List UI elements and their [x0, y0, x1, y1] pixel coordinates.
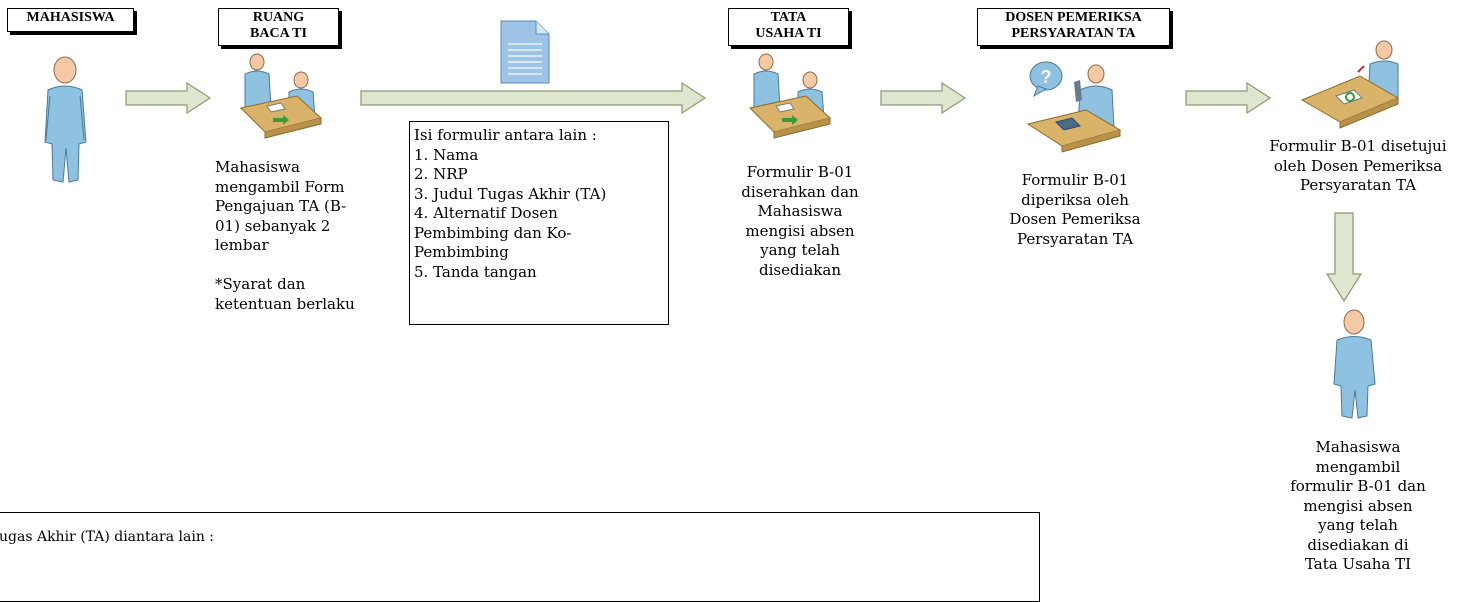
student-person-icon-2 [1333, 309, 1376, 419]
arrow-right-1 [125, 81, 212, 115]
bottom-requirements-text: ugas Akhir (TA) diantara lain : [0, 529, 214, 545]
label-dosen-line1: DOSEN PEMERIKSA [1005, 10, 1142, 25]
reading-room-desk-icon [239, 53, 323, 139]
step1-description: Mahasiswa mengambil Form Pengajuan TA (B… [215, 158, 355, 313]
arrow-right-long [360, 81, 707, 115]
label-ruang-baca-line1: RUANG [252, 10, 305, 25]
approver-desk-icon [1300, 40, 1400, 129]
label-tata-usaha: TATA USAHA TI [728, 8, 849, 46]
label-mahasiswa: MAHASISWA [7, 8, 134, 32]
form-contents-box: Isi formulir antara lain : 1. Nama 2. NR… [409, 121, 669, 325]
student-person-icon [44, 56, 87, 183]
document-icon [500, 20, 550, 84]
label-tata-usaha-line2: USAHA TI [755, 26, 822, 41]
label-tata-usaha-line1: TATA [770, 10, 807, 25]
label-ruang-baca: RUANG BACA TI [218, 8, 339, 46]
arrow-right-2 [880, 81, 967, 115]
label-dosen-line2: PERSYARATAN TA [1011, 26, 1136, 41]
step5-description: Mahasiswa mengambil formulir B-01 dan me… [1290, 438, 1426, 573]
label-dosen-pemeriksa: DOSEN PEMERIKSA PERSYARATAN TA [977, 8, 1170, 46]
arrow-right-3 [1185, 81, 1272, 115]
step3-description: Formulir B-01 diperiksa oleh Dosen Pemer… [1009, 171, 1141, 248]
examiner-question-icon: ? [1026, 61, 1122, 153]
arrow-down [1325, 212, 1363, 303]
step2-description: Formulir B-01 diserahkan dan Mahasiswa m… [741, 163, 859, 279]
svg-text:?: ? [1041, 67, 1052, 87]
step4-description: Formulir B-01 disetujui oleh Dosen Pemer… [1269, 137, 1447, 194]
bottom-requirements-box: ugas Akhir (TA) diantara lain : [0, 512, 1040, 602]
label-mahasiswa-text: MAHASISWA [26, 10, 115, 25]
administration-desk-icon [748, 53, 832, 139]
label-ruang-baca-line2: BACA TI [250, 26, 307, 41]
